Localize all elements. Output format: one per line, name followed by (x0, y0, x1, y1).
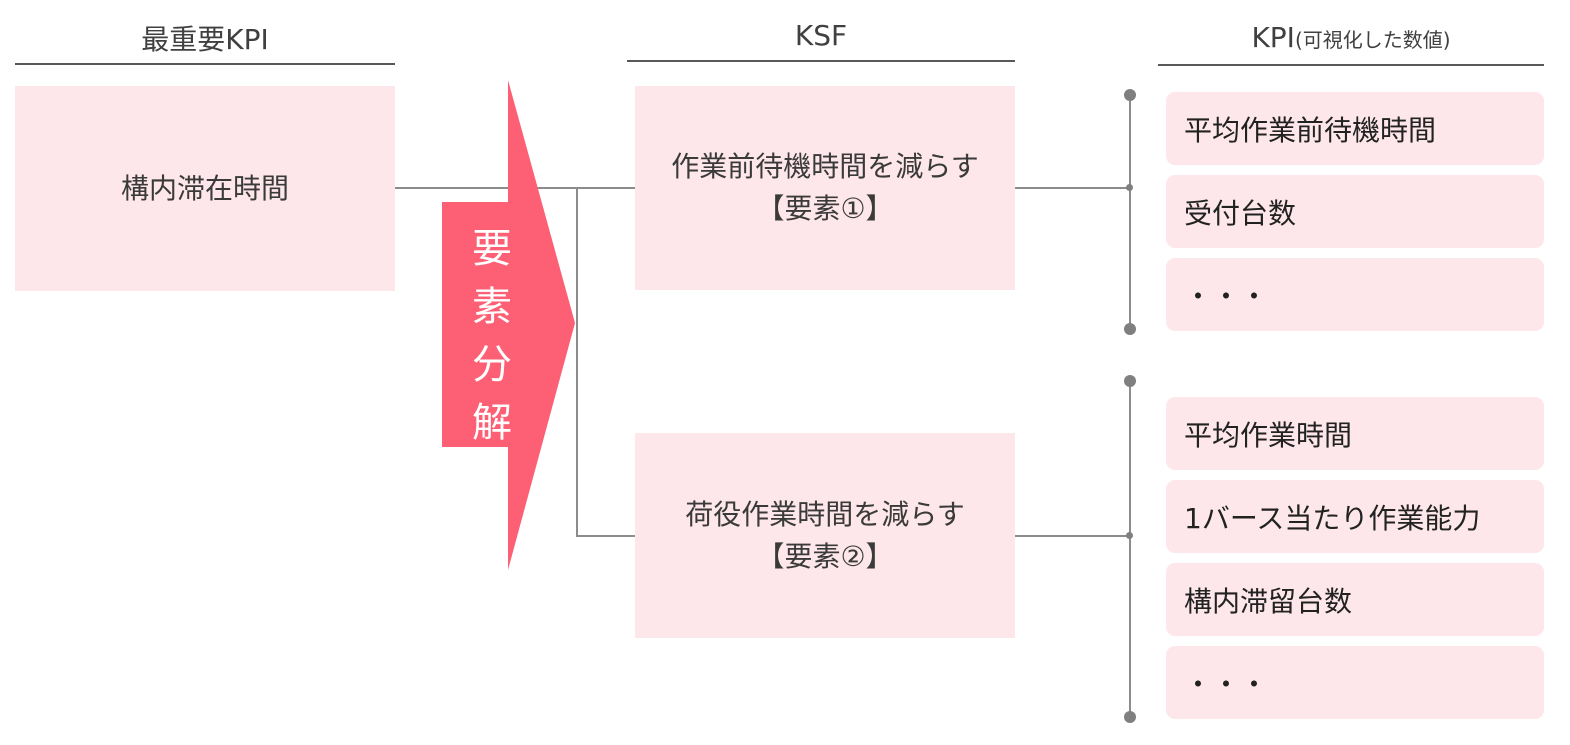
kpi-item: 平均作業時間 (1166, 397, 1544, 470)
connector-ksf1-to-kpi (1015, 187, 1129, 189)
bracket-group-2-mid-dot (1126, 532, 1133, 539)
decomposition-arrow-label: 要 素 分 解 (462, 220, 522, 452)
ksf-2-label: 荷役作業時間を減らす (685, 497, 965, 531)
kpi-item-label: 1バース当たり作業能力 (1184, 501, 1481, 535)
header-kpi: KPI(可視化した数値) (1158, 18, 1544, 58)
header-ksf: KSF (794, 19, 848, 52)
kpi-item-label: 平均作業前待機時間 (1184, 113, 1437, 147)
decomposition-arrow-shape (442, 80, 575, 570)
bracket-group-1-mid-dot (1126, 184, 1133, 191)
arrow-char-2: 素 (472, 284, 512, 330)
bracket-group-2-bottom-dot (1124, 711, 1136, 723)
arrow-char-4: 解 (472, 400, 512, 446)
header-main-kpi-rule (15, 63, 395, 65)
main-kpi-box: 構内滞在時間 (15, 86, 395, 291)
bracket-group-1-top-dot (1124, 89, 1136, 101)
kpi-item-label: 受付台数 (1184, 196, 1297, 230)
kpi-item: 構内滞留台数 (1166, 563, 1544, 636)
ksf-box-2: 荷役作業時間を減らす 【要素②】 (635, 433, 1015, 638)
arrow-char-1: 要 (472, 226, 512, 272)
kpi-item: ・・・ (1166, 646, 1544, 719)
kpi-item-label: 構内滞留台数 (1184, 584, 1353, 618)
connector-branch-vertical (576, 187, 578, 537)
kpi-item-label: 平均作業時間 (1184, 418, 1353, 452)
bracket-group-2-top-dot (1124, 375, 1136, 387)
kpi-item-label: ・・・ (1184, 667, 1269, 701)
connector-branch-to-ksf1 (576, 187, 635, 189)
kpi-item-label: ・・・ (1184, 279, 1269, 313)
header-kpi-subtitle: (可視化した数値) (1294, 28, 1451, 52)
header-ksf-rule (627, 60, 1015, 62)
kpi-item: 平均作業前待機時間 (1166, 92, 1544, 165)
header-kpi-rule (1158, 64, 1544, 66)
ksf-box-1: 作業前待機時間を減らす 【要素①】 (635, 86, 1015, 290)
connector-main-to-branch (395, 187, 577, 189)
bracket-group-1-line (1129, 95, 1131, 329)
bracket-group-2-line (1129, 381, 1131, 717)
header-main-kpi: 最重要KPI (141, 23, 269, 56)
connector-branch-to-ksf2 (576, 535, 635, 537)
kpi-item: ・・・ (1166, 258, 1544, 331)
bracket-group-1-bottom-dot (1124, 323, 1136, 335)
decomposition-arrow (442, 80, 575, 570)
ksf-1-label: 作業前待機時間を減らす (671, 150, 979, 183)
arrow-char-3: 分 (472, 342, 512, 388)
connector-ksf2-to-kpi (1015, 535, 1129, 537)
kpi-item: 受付台数 (1166, 175, 1544, 248)
ksf-2-tag: 【要素②】 (756, 539, 894, 573)
ksf-1-tag: 【要素①】 (756, 192, 894, 225)
header-kpi-title: KPI (1251, 21, 1295, 54)
kpi-item: 1バース当たり作業能力 (1166, 480, 1544, 553)
main-kpi-label: 構内滞在時間 (120, 171, 289, 205)
